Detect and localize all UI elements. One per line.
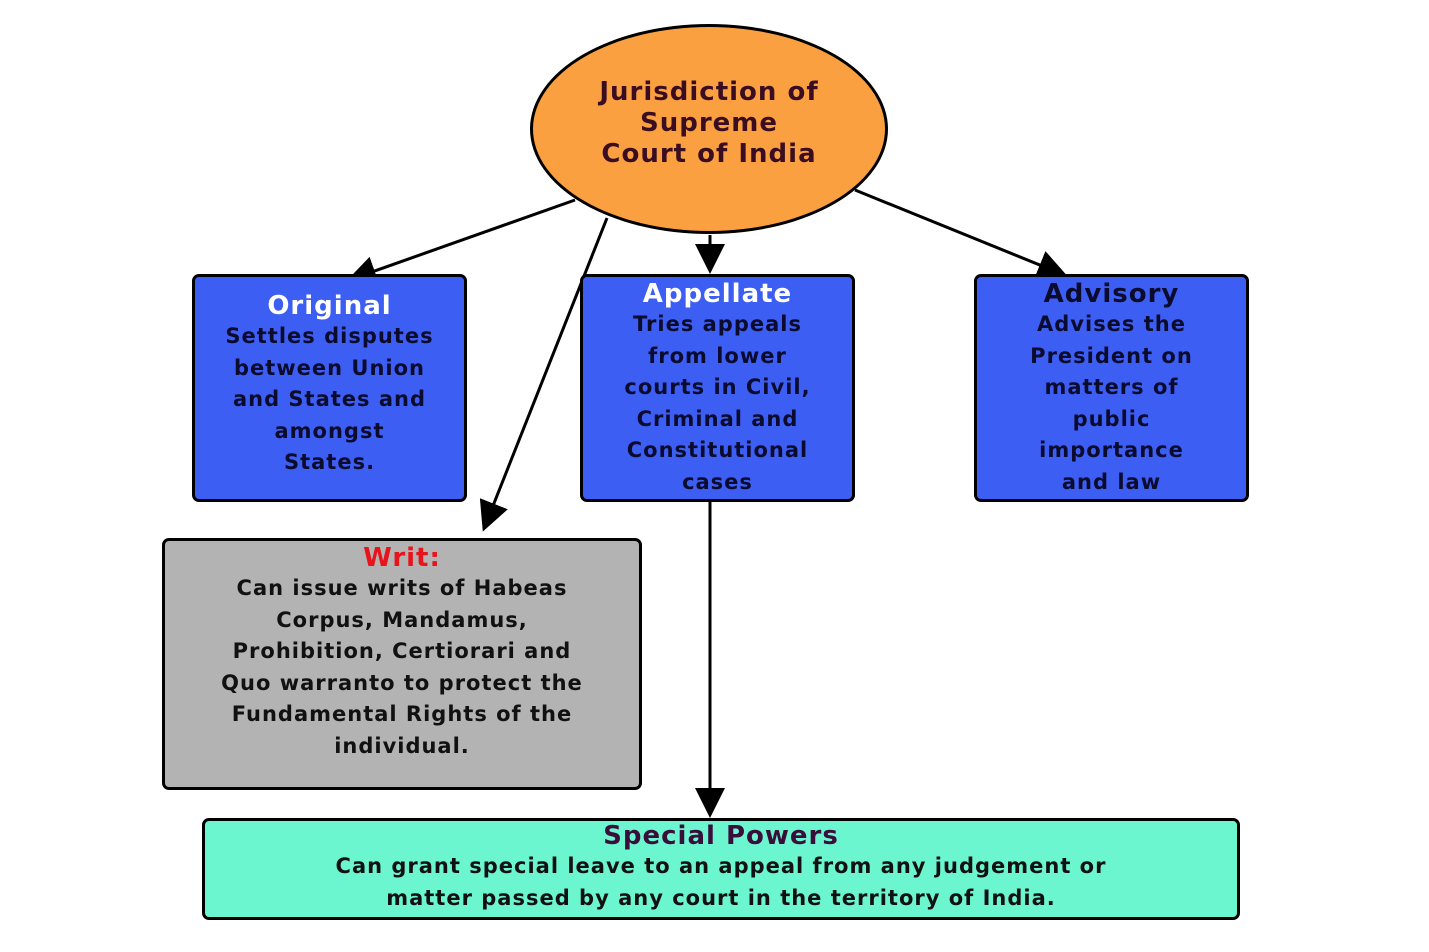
body-line: importance: [1039, 438, 1184, 462]
advisory-jurisdiction-box: Advisory Advises the President on matter…: [974, 274, 1249, 502]
root-title: Jurisdiction of Supreme Court of India: [569, 77, 849, 170]
body-line: Constitutional: [626, 438, 809, 462]
writ-heading: Writ:: [363, 543, 441, 573]
writ-jurisdiction-box: Writ: Can issue writs of Habeas Corpus, …: [162, 538, 642, 790]
original-jurisdiction-box: Original Settles disputes between Union …: [192, 274, 467, 502]
body-line: Can issue writs of Habeas: [236, 576, 568, 600]
special-body: Can grant special leave to an appeal fro…: [205, 851, 1237, 914]
body-line: Can grant special leave to an appeal fro…: [335, 854, 1107, 878]
body-line: courts in Civil,: [624, 375, 811, 399]
body-line: matters of: [1044, 375, 1179, 399]
arrow-to-original: [346, 198, 576, 286]
special-heading: Special Powers: [603, 821, 839, 851]
root-node-supreme-court: Jurisdiction of Supreme Court of India: [530, 24, 888, 234]
body-line: Quo warranto to protect the: [221, 670, 583, 695]
body-line: Tries appeals: [633, 312, 802, 336]
appellate-jurisdiction-box: Appellate Tries appeals from lower court…: [580, 274, 855, 502]
original-body: Settles disputes between Union and State…: [195, 321, 464, 479]
body-line: cases: [682, 469, 753, 494]
body-line: between Union: [233, 355, 426, 380]
body-line: public: [1072, 406, 1151, 431]
appellate-body: Tries appeals from lower courts in Civil…: [583, 309, 852, 498]
body-line: Advises the: [1037, 312, 1186, 336]
body-line: Prohibition, Certiorari and: [232, 639, 572, 663]
root-title-line: Jurisdiction of: [599, 76, 819, 107]
root-title-line: Court of India: [601, 138, 817, 169]
body-line: President on: [1030, 343, 1193, 368]
body-line: from lower: [648, 343, 787, 368]
root-title-line: Supreme: [639, 107, 779, 138]
body-line: amongst: [274, 418, 385, 443]
advisory-heading: Advisory: [1043, 279, 1180, 309]
arrow-to-advisory: [854, 188, 1068, 279]
arrow-to-writ: [479, 217, 609, 532]
body-line: and States and: [232, 387, 427, 411]
body-line: Fundamental Rights of the: [231, 702, 573, 726]
original-heading: Original: [267, 291, 392, 321]
special-powers-box: Special Powers Can grant special leave t…: [202, 818, 1240, 920]
body-line: individual.: [334, 733, 470, 758]
body-line: States.: [283, 450, 376, 474]
body-line: Settles disputes: [225, 324, 434, 348]
advisory-body: Advises the President on matters of publ…: [977, 309, 1246, 498]
body-line: Corpus, Mandamus,: [276, 607, 528, 632]
appellate-heading: Appellate: [642, 279, 793, 309]
body-line: and law: [1061, 469, 1162, 494]
writ-body: Can issue writs of Habeas Corpus, Mandam…: [165, 573, 639, 762]
body-line: matter passed by any court in the territ…: [386, 885, 1056, 910]
body-line: Criminal and: [636, 406, 799, 431]
